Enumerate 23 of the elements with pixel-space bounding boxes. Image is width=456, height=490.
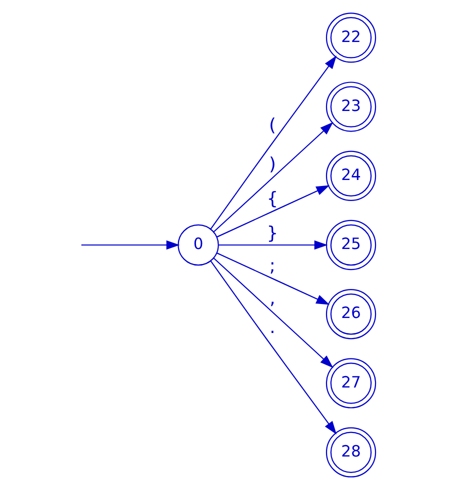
arrow <box>216 252 330 305</box>
edge-label: } <box>266 223 278 244</box>
node-circle: 24 <box>326 150 376 201</box>
edge-label: ( <box>268 115 276 136</box>
edge-label: . <box>270 316 276 338</box>
node-circle: 0 <box>178 224 219 266</box>
node-circle: 22 <box>326 12 376 63</box>
edge-label: ) <box>268 154 276 176</box>
edge-label: , <box>270 288 276 309</box>
edge-label: ; <box>269 256 276 277</box>
arrow <box>216 185 330 238</box>
edge-label: { <box>266 188 278 210</box>
arrow <box>213 258 334 368</box>
arrow <box>210 56 337 230</box>
arrow <box>218 240 328 250</box>
node-circle: 28 <box>326 427 376 478</box>
arrow <box>210 260 337 434</box>
arrow <box>213 122 334 232</box>
arrow <box>81 240 180 250</box>
node-circle: 27 <box>326 358 376 408</box>
node-circle: 23 <box>326 82 376 132</box>
node-circle: 26 <box>326 289 376 340</box>
node-circle: 25 <box>326 220 376 270</box>
